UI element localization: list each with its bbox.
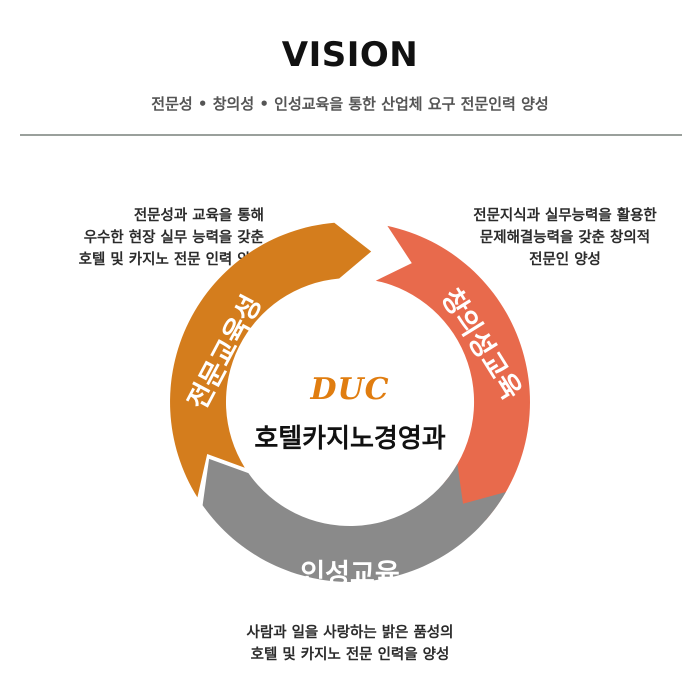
vision-statement: 전문성 • 창의성 • 인성교육을 통한 산업체 요구 전문인력 양성 — [151, 95, 549, 113]
description-line: 전문지식과 실무능력을 활용한 — [473, 208, 657, 224]
duc-logo: DUC — [310, 372, 390, 407]
description-line: 문제해결능력을 갖춘 창의적 — [479, 230, 651, 246]
description-line: 호텔 및 카지노 전문 인력 양성 — [78, 252, 264, 268]
description-line: 우수한 현장 실무 능력을 갖춘 — [83, 230, 264, 246]
description-line: 호텔 및 카지노 전문 인력을 양성 — [250, 647, 450, 663]
segment-professional — [170, 222, 372, 498]
description-line: 전문인 양성 — [529, 252, 601, 268]
segment-character — [202, 458, 506, 582]
description-line: 전문성과 교육을 통해 — [133, 208, 264, 224]
segment-creativity — [375, 225, 530, 525]
description-line: 사람과 일을 사랑하는 밝은 품성의 — [246, 625, 454, 641]
department-name: 호텔카지노경영과 — [254, 424, 446, 454]
vision-title: VISION — [281, 35, 419, 75]
segment-description-professional: 전문성과 교육을 통해 우수한 현장 실무 능력을 갖춘 호텔 및 카지노 전문… — [20, 205, 264, 271]
segment-label-character: 인성교육 — [300, 559, 399, 590]
divider — [20, 134, 682, 136]
segment-description-character: 사람과 일을 사랑하는 밝은 품성의 호텔 및 카지노 전문 인력을 양성 — [150, 622, 550, 666]
segment-description-creativity: 전문지식과 실무능력을 활용한 문제해결능력을 갖춘 창의적 전문인 양성 — [445, 205, 685, 271]
